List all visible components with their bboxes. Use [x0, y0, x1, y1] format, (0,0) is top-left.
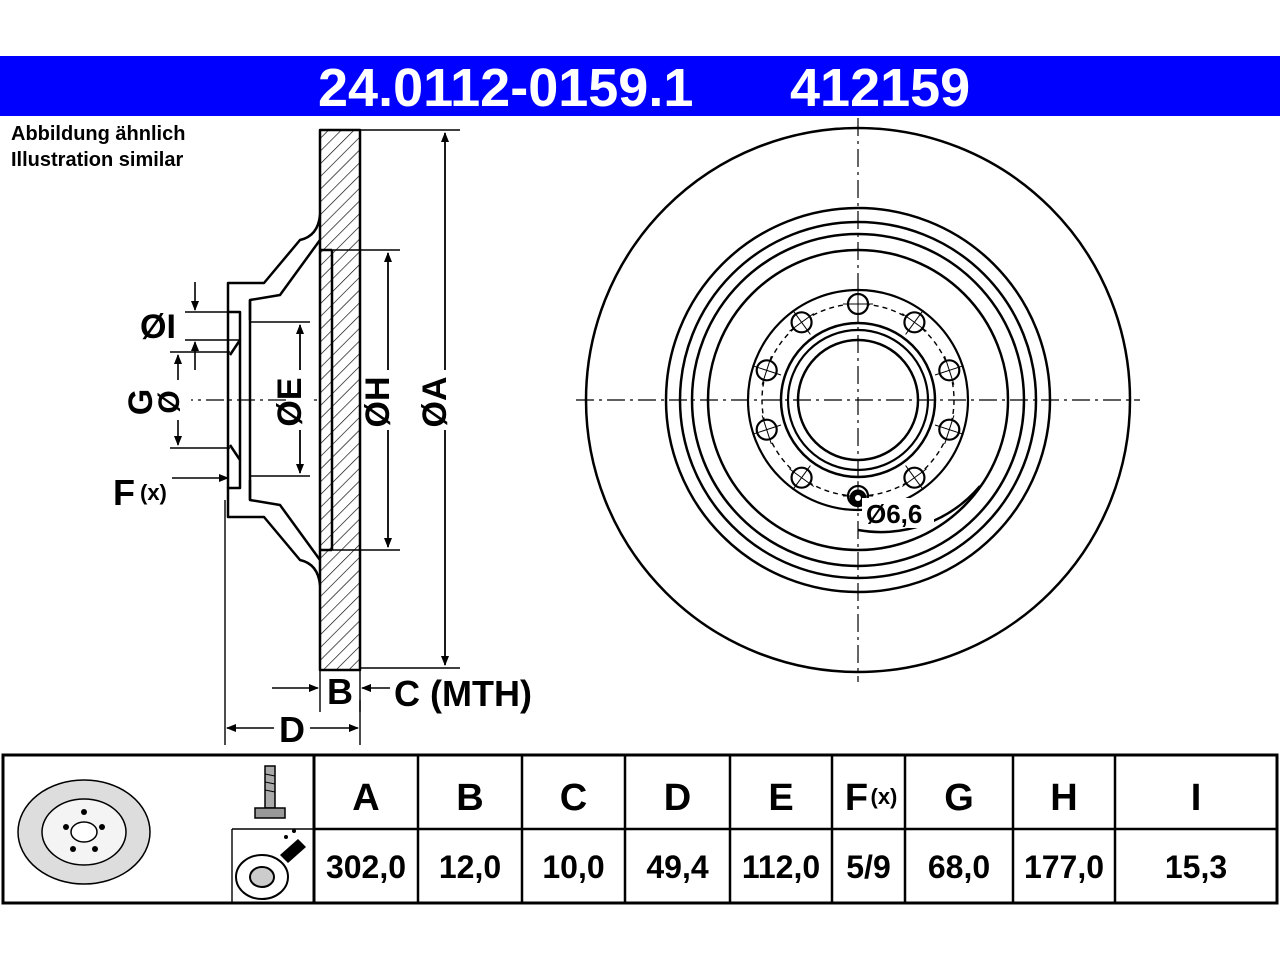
dimension-a: ØA — [360, 129, 460, 669]
center-bore — [796, 338, 920, 462]
bolt-holes — [752, 289, 964, 511]
table-header-b: B — [456, 777, 483, 819]
note-illustration-de: Abbildung ähnlich — [11, 123, 186, 145]
label-dia-a: ØA — [416, 377, 454, 428]
header-bar — [0, 56, 1280, 116]
table-value-f: 5/9 — [846, 849, 890, 885]
dimension-e: ØE — [250, 321, 314, 477]
hat-profile-lower — [226, 444, 322, 586]
dimension-i: ØI — [140, 282, 240, 370]
table-header-d: D — [664, 777, 691, 819]
bolt-hole — [934, 415, 964, 445]
bolt-hole — [752, 355, 782, 385]
table-header-f-sub: (x) — [871, 784, 898, 809]
section-view — [226, 128, 362, 672]
label-d: D — [279, 709, 305, 750]
table-value-a: 302,0 — [326, 849, 406, 885]
dimension-h: ØH — [332, 249, 402, 551]
label-c-mth: C (MTH) — [394, 673, 532, 714]
brake-disc-icon — [17, 779, 151, 885]
table-value-b: 12,0 — [439, 849, 501, 885]
label-hole-diameter: Ø6,6 — [866, 499, 922, 529]
spec-table: A 302,0 B 12,0 C 10,0 D 49,4 E 112,0 (x)F 5/9 G 68,0 H… — [1, 753, 1279, 905]
label-dia-i: ØI — [140, 308, 176, 346]
bolt-hole — [843, 289, 873, 319]
reference-number: 412159 — [790, 58, 971, 118]
table-value-e: 112,0 — [742, 849, 820, 885]
label-dia-g-symbol: Ø — [153, 390, 186, 413]
table-header-f: F — [845, 777, 868, 819]
label-dia-e: ØE — [271, 377, 309, 426]
disc-outer-edge — [584, 126, 1132, 674]
bolt-hole — [901, 465, 927, 491]
table-header-a: A — [352, 777, 379, 819]
note-illustration-en: Illustration similar — [11, 149, 184, 171]
label-dia-h: ØH — [359, 377, 397, 428]
dimension-b-c: B C (MTH) — [272, 670, 532, 714]
bolt-hole — [752, 415, 782, 445]
part-number: 24.0112-0159.1 — [318, 58, 694, 118]
bolt-icon — [254, 765, 286, 819]
label-f-group: F (x) — [113, 472, 229, 513]
table-header-i: I — [1191, 777, 1202, 819]
front-view — [576, 118, 1140, 682]
table-value-h: 177,0 — [1024, 849, 1104, 885]
dimension-g: Ø G — [122, 351, 230, 449]
table-value-d: 49,4 — [646, 849, 708, 885]
grease-icon — [235, 829, 306, 900]
bolt-hole — [789, 465, 815, 491]
label-f: F — [113, 472, 135, 513]
friction-ring-section — [318, 128, 362, 672]
hat-profile-upper — [226, 214, 322, 356]
dimension-d: D — [224, 500, 361, 750]
table-header-c: C — [560, 777, 587, 819]
table-header-e: E — [768, 777, 793, 819]
bolt-hole — [789, 309, 815, 335]
table-header-h: H — [1050, 777, 1077, 819]
bolt-hole — [901, 309, 927, 335]
label-g: G — [122, 389, 160, 415]
table-value-g: 68,0 — [928, 849, 990, 885]
table-header-g: G — [944, 777, 974, 819]
label-f-sub: (x) — [140, 480, 167, 505]
table-value-i: 15,3 — [1165, 849, 1227, 885]
hole-label-group: Ø6,6 — [862, 498, 934, 529]
label-b: B — [327, 671, 353, 712]
table-value-c: 10,0 — [542, 849, 604, 885]
bolt-hole — [934, 355, 964, 385]
